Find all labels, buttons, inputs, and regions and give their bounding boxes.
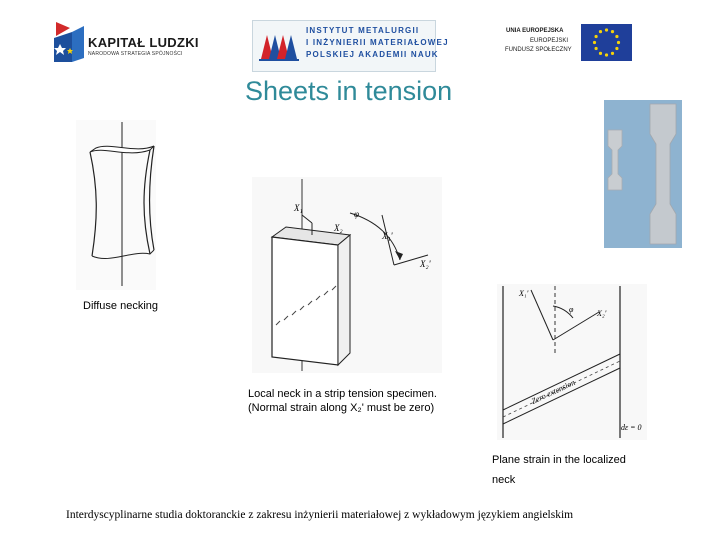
zero-strain-label: dε = 0	[621, 423, 642, 432]
footer-text: Interdyscyplinarne studia doktoranckie z…	[66, 509, 574, 521]
local-neck-figure: X₁ X₂ X₁' X₂' φ	[252, 177, 442, 373]
slide-title: Sheets in tension	[245, 76, 453, 106]
axis-x1-label: X₁	[293, 203, 303, 213]
plane-strain-caption-line-2: neck	[492, 474, 516, 486]
kapital-ludzki-title: KAPITAŁ LUDZKI	[88, 35, 199, 50]
kapital-ludzki-emblem-icon	[54, 22, 84, 62]
imim-line-1: INSTYTUT METALURGII	[306, 26, 420, 35]
imim-line-2: I INŻYNIERII MATERIAŁOWEJ	[306, 38, 449, 47]
kapital-ludzki-logo	[50, 18, 210, 68]
kapital-ludzki-subtitle: NARODOWA STRATEGIA SPÓJNOŚCI	[88, 51, 183, 57]
diffuse-necking-caption: Diffuse necking	[83, 300, 159, 312]
plane-strain-caption-line-1: Plane strain in the localized	[492, 454, 626, 466]
axis-x1p-label: X₁'	[381, 231, 394, 241]
plane-axis-x1p-label: X₁'	[518, 289, 529, 298]
local-neck-caption-line-1: Local neck in a strip tension specimen.	[248, 388, 437, 400]
eu-text-line-2: EUROPEJSKI	[530, 38, 569, 44]
eu-text-line-1: UNIA EUROPEJSKA	[506, 28, 564, 34]
plane-strain-figure: X₁' X₂' φ Zero extension dε = 0	[497, 284, 647, 440]
diffuse-necking-figure	[76, 120, 156, 290]
plane-axis-x2p-label: X₂'	[596, 309, 607, 318]
tensile-specimens-photo	[604, 100, 682, 248]
imim-line-3: POLSKIEJ AKADEMII NAUK	[306, 50, 439, 59]
angle-phi-label: φ	[354, 209, 359, 219]
eu-stars-icon	[592, 28, 621, 57]
imim-emblem-icon	[259, 35, 299, 61]
local-neck-caption-line-2: (Normal strain along X₂' must be zero)	[248, 402, 435, 414]
axis-x2-label: X₂	[333, 223, 343, 233]
plane-angle-phi-label: φ	[569, 305, 574, 314]
imim-pan-logo	[252, 20, 436, 72]
axis-x2p-label: X₂'	[419, 259, 432, 269]
eu-flag-icon	[581, 24, 632, 61]
eu-text-line-3: FUNDUSZ SPOŁECZNY	[505, 47, 572, 53]
